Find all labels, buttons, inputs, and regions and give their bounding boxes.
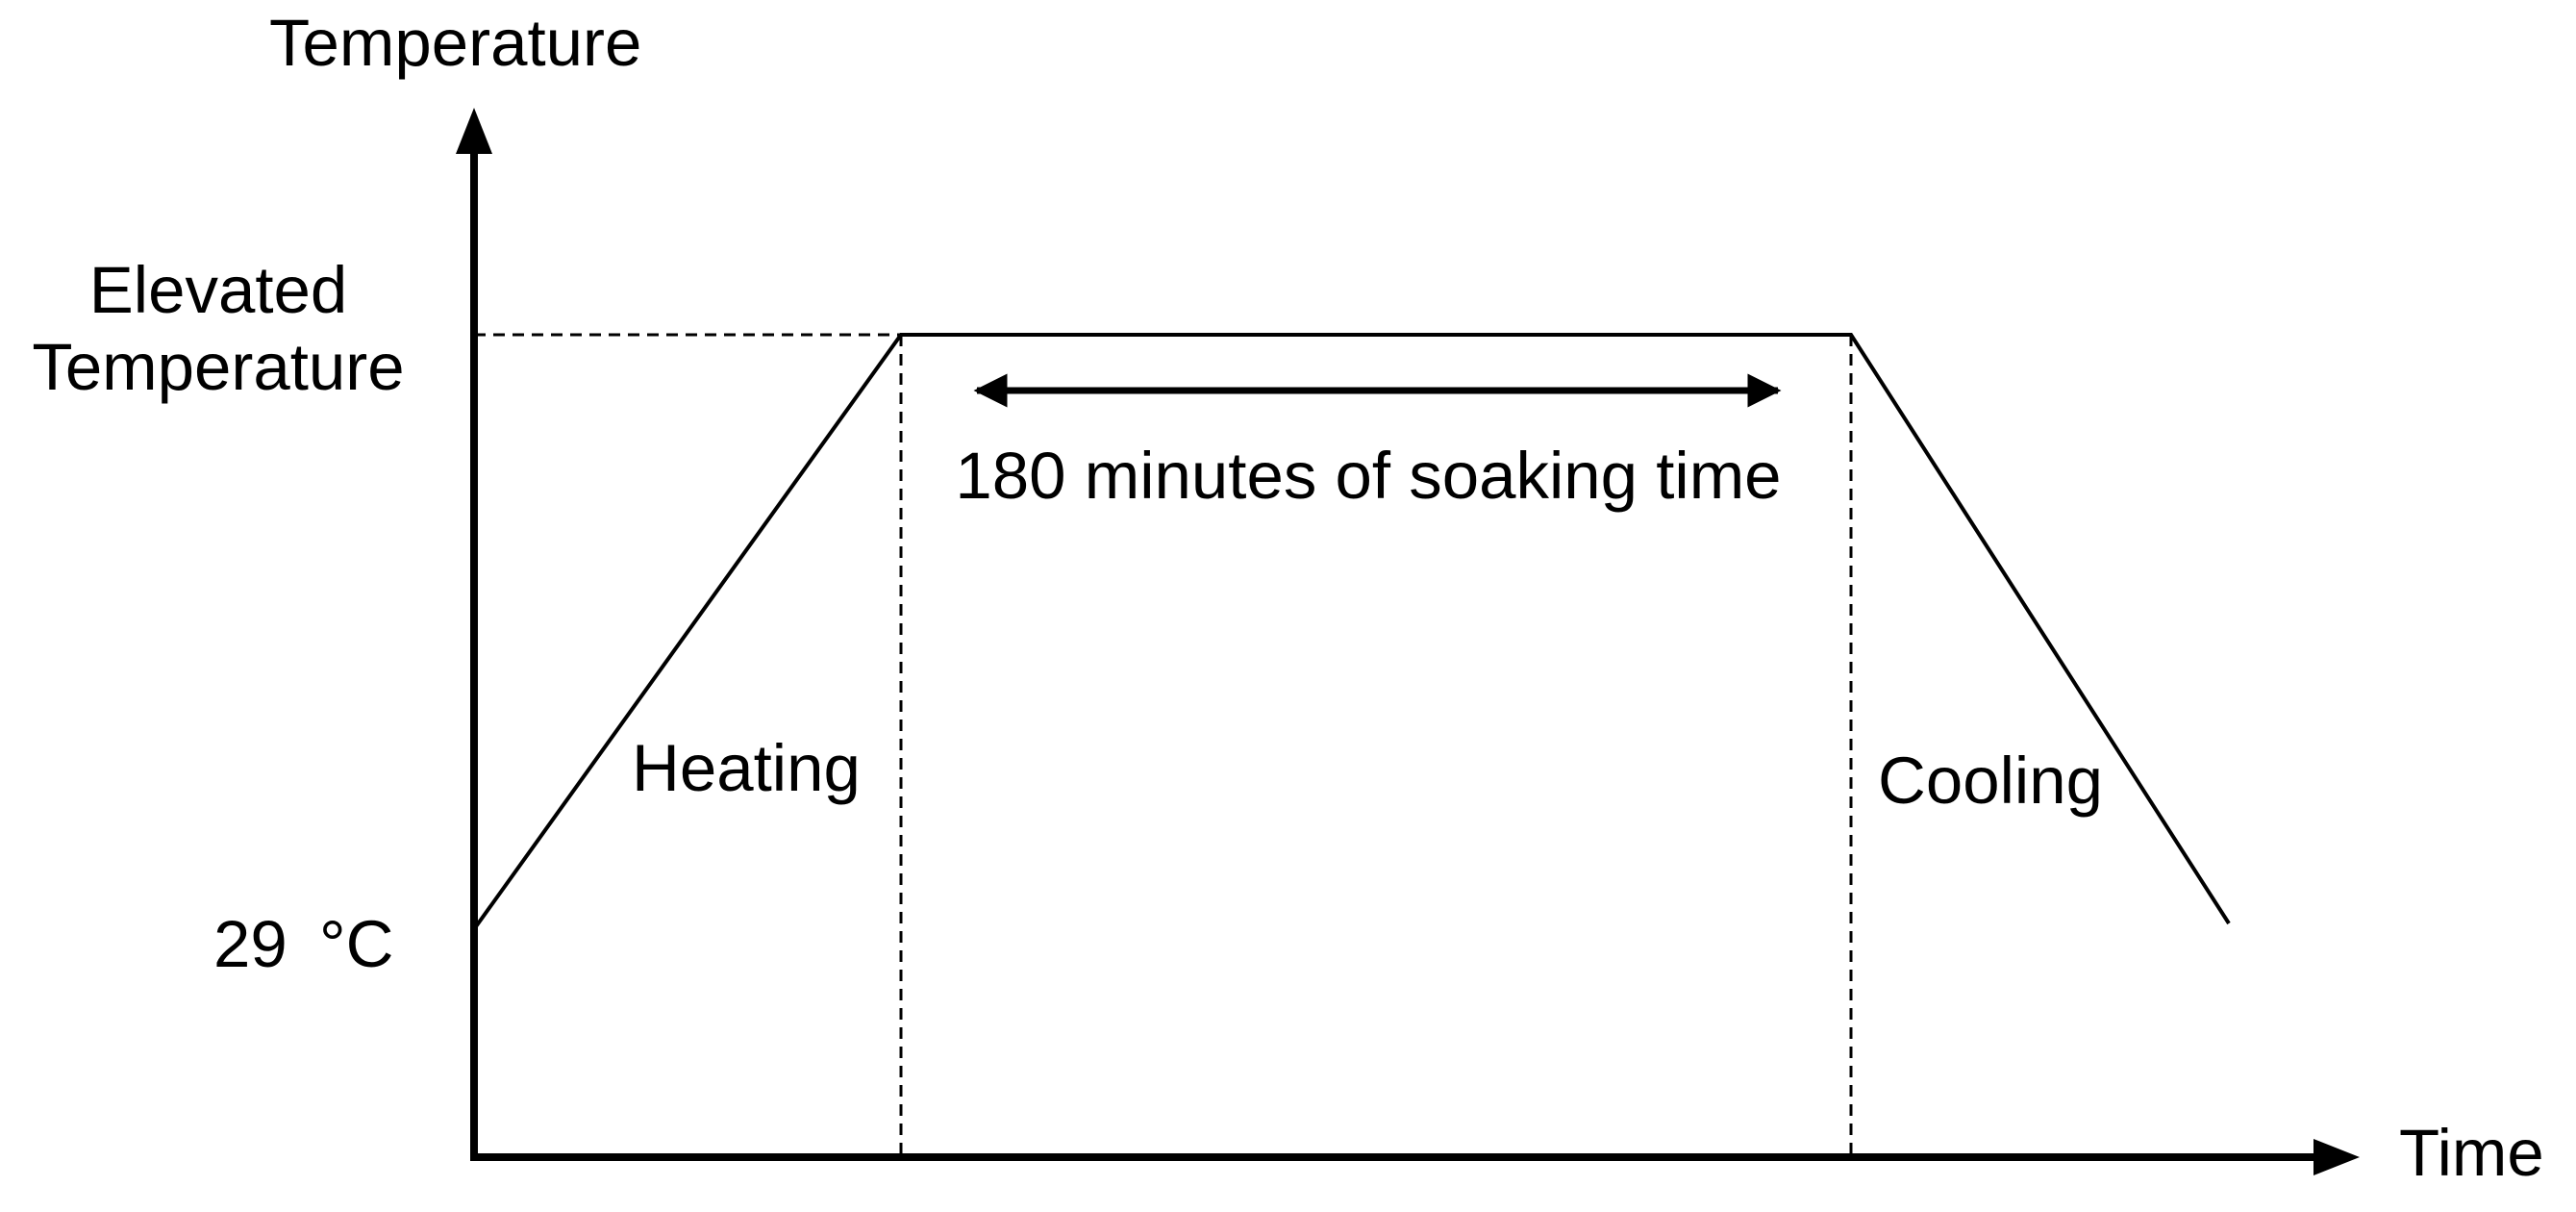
x-axis-arrowhead xyxy=(2313,1139,2360,1175)
soaking-phase-label: 180 minutes of soaking time xyxy=(955,439,1781,513)
cooling-phase-label: Cooling xyxy=(1878,744,2103,818)
temperature-profile-line xyxy=(472,333,2231,931)
elevated-temperature-label-line1: Elevated xyxy=(89,253,348,327)
y-axis-label: Temperature xyxy=(269,6,641,80)
start-temperature-number: 29 xyxy=(213,907,288,981)
x-axis-label: Time xyxy=(2399,1116,2544,1190)
heating-phase-label: Heating xyxy=(632,731,861,805)
y-axis-arrowhead xyxy=(456,108,492,154)
start-temperature-unit: °C xyxy=(319,907,393,981)
elevated-temperature-label-line2: Temperature xyxy=(32,330,404,404)
